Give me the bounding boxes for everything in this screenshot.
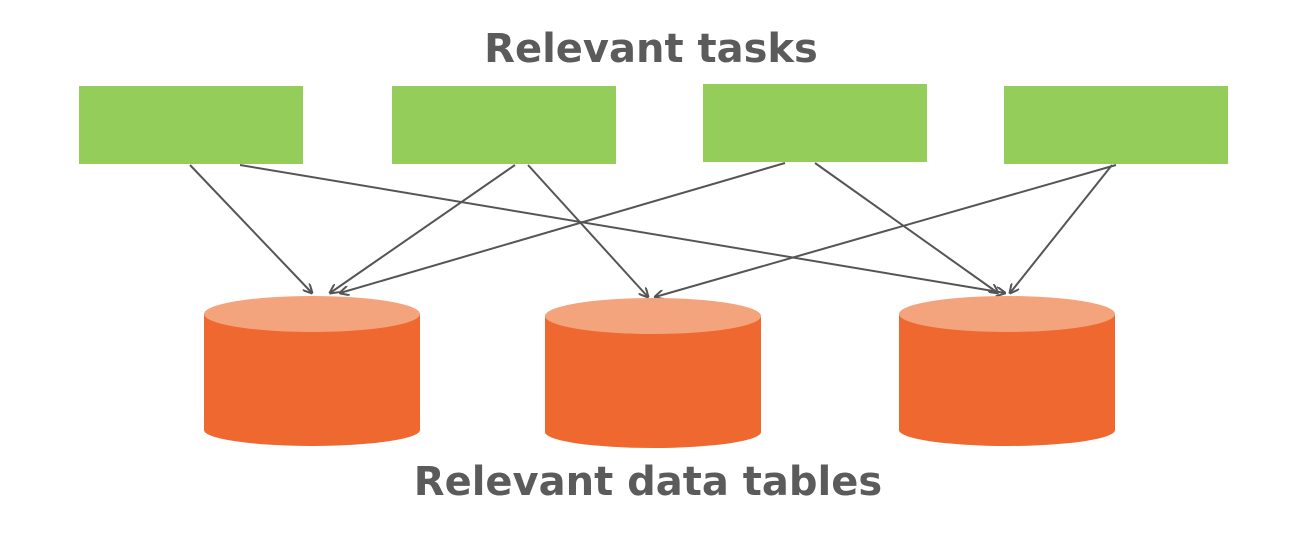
cylinder-top-3 [899,296,1115,332]
connection-arrow-task-4-to-table-3 [1010,164,1113,293]
task-box-3 [703,84,927,162]
connection-arrow-task-1-to-table-3 [239,164,1005,293]
connection-arrow-task-3-to-table-1 [340,162,786,293]
task-box-4 [1004,86,1228,164]
task-box-2 [392,86,616,164]
connections-group [189,162,1117,297]
cylinder-body-2 [545,316,761,448]
tasks-group [79,84,1228,164]
data-table-cylinder-2 [545,298,761,448]
connection-arrow-task-3-to-table-3 [814,162,998,293]
top-title: Relevant tasks [484,26,818,72]
connection-arrow-task-4-to-table-2 [655,164,1117,297]
bottom-title: Relevant data tables [414,459,882,505]
cylinder-top-1 [204,296,420,332]
tables-group [204,296,1115,448]
cylinder-top-2 [545,298,761,334]
connection-arrow-task-2-to-table-1 [330,164,516,293]
cylinder-body-1 [204,314,420,446]
data-table-cylinder-1 [204,296,420,446]
cylinder-body-3 [899,314,1115,446]
connection-arrow-task-1-to-table-1 [189,164,312,293]
data-table-cylinder-3 [899,296,1115,446]
task-box-1 [79,86,303,164]
connection-arrow-task-2-to-table-2 [527,164,648,297]
